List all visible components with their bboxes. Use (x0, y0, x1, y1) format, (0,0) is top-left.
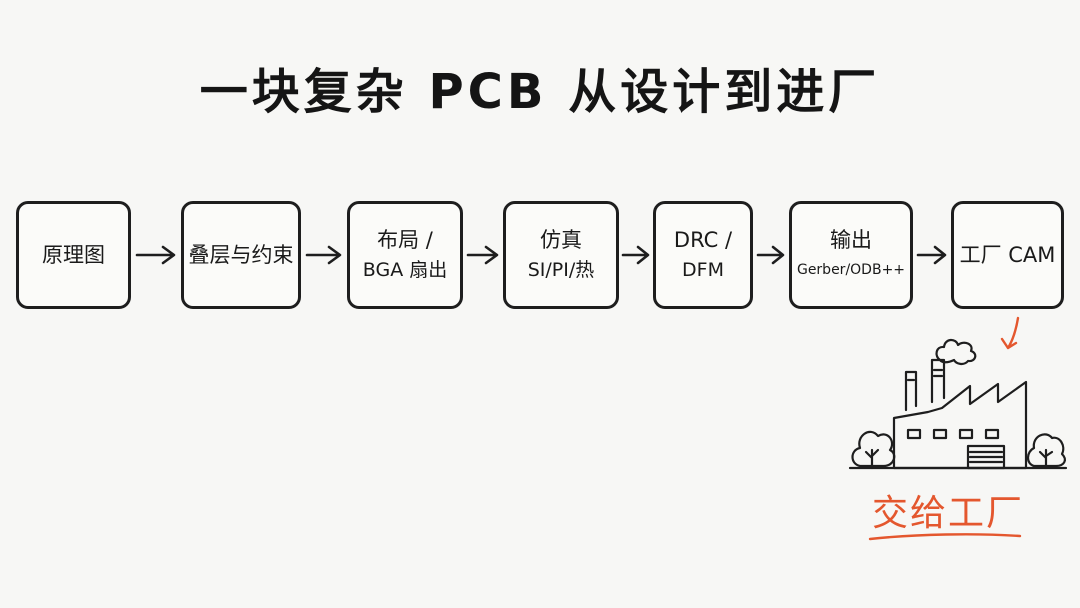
factory-icon (848, 338, 1068, 470)
step-sublabel: BGA 扇出 (362, 259, 448, 281)
step-drc-dfm: DRC / DFM (653, 201, 753, 309)
step-label: 原理图 (42, 243, 105, 267)
step-stackup-constraints: 叠层与约束 (181, 201, 301, 309)
step-schematic: 原理图 (16, 201, 131, 309)
arrow-right-icon (916, 245, 947, 265)
step-label: 布局 / (377, 228, 433, 252)
underline-stroke (868, 533, 1022, 541)
step-sublabel: SI/PI/热 (527, 259, 595, 281)
arrow-right-icon (466, 245, 499, 265)
step-output: 输出 Gerber/ODB++ (789, 201, 913, 309)
step-sublabel: Gerber/ODB++ (796, 262, 906, 278)
arrow-right-icon (135, 245, 176, 265)
tree-icon (851, 430, 896, 468)
arrow-right-icon (756, 245, 785, 265)
smoke-icon (935, 338, 977, 366)
step-label: 工厂 CAM (959, 243, 1056, 267)
step-label: DRC / (673, 228, 733, 252)
delivery-label: 交给工厂 (871, 493, 1024, 534)
arrow-down-icon (1000, 316, 1020, 350)
step-sublabel: DFM (682, 259, 724, 281)
step-simulation: 仿真 SI/PI/热 (503, 201, 619, 309)
step-label: 叠层与约束 (188, 243, 294, 267)
page-title: 一块复杂 PCB 从设计到进厂 (199, 64, 881, 120)
step-layout-fanout: 布局 / BGA 扇出 (347, 201, 463, 309)
arrow-right-icon (305, 245, 342, 265)
tree-icon (1026, 433, 1066, 468)
step-factory-cam: 工厂 CAM (951, 201, 1064, 309)
arrow-right-icon (621, 245, 650, 265)
step-label: 仿真 (540, 228, 582, 252)
step-label: 输出 (830, 228, 872, 252)
